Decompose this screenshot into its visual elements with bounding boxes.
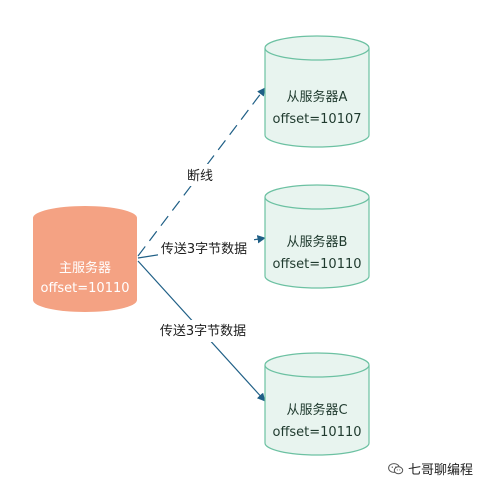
replica-c-offset: offset=10110: [272, 425, 361, 440]
replica-a-name: 从服务器A: [287, 89, 348, 105]
edge-label-transfer-b: 传送3字节数据: [161, 242, 247, 257]
master-name: 主服务器: [59, 260, 111, 276]
replica-a-cylinder-body: [264, 48, 370, 148]
watermark: 七哥聊编程: [388, 459, 473, 478]
replica-a-offset: offset=10107: [272, 112, 361, 127]
edge-labels: 断线 传送3字节数据 传送3字节数据: [156, 164, 254, 342]
master-cylinder-top: [33, 206, 137, 230]
replica-b-cylinder-body: [264, 197, 370, 289]
replica-b-cylinder-top: [264, 184, 370, 210]
edge-label-transfer-c: 传送3字节数据: [160, 324, 246, 339]
replica-b-offset: offset=10110: [272, 257, 361, 272]
master-server: 主服务器 offset=10110: [33, 206, 137, 312]
master-cylinder-body: [33, 218, 137, 312]
edge-label-disconnect: 断线: [187, 169, 213, 184]
replica-a-cylinder-top: [264, 35, 370, 61]
replica-b-name: 从服务器B: [287, 234, 348, 250]
wechat-icon: [388, 462, 404, 475]
replica-server-a: 从服务器A offset=10107: [264, 35, 370, 148]
replica-server-b: 从服务器B offset=10110: [264, 184, 370, 289]
replica-c-name: 从服务器C: [286, 402, 347, 418]
replica-server-c: 从服务器C offset=10110: [264, 352, 370, 456]
replica-c-cylinder-top: [264, 352, 370, 378]
replica-c-cylinder-body: [264, 365, 370, 456]
watermark-text: 七哥聊编程: [407, 463, 473, 478]
master-offset: offset=10110: [40, 281, 129, 296]
